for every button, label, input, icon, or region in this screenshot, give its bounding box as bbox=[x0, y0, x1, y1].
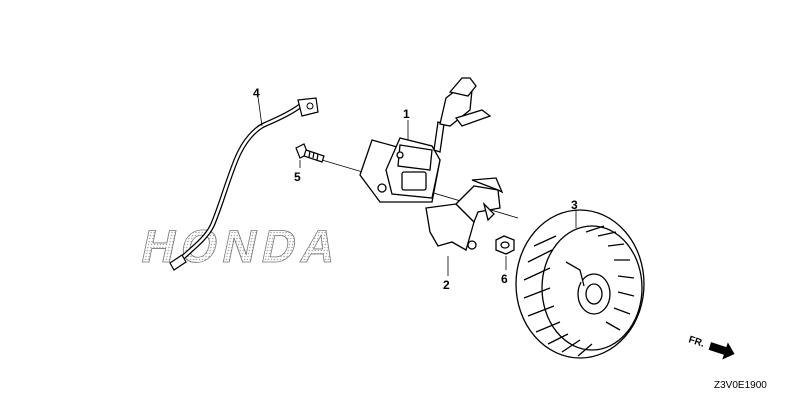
part-3-flywheel bbox=[515, 209, 645, 359]
part-2-bracket bbox=[425, 177, 504, 251]
callout-6: 6 bbox=[501, 272, 508, 286]
fr-label: FR. bbox=[687, 334, 706, 350]
part-5-bolt bbox=[295, 143, 325, 163]
part-1-ignition-coil bbox=[359, 77, 492, 203]
honda-watermark: HONDA bbox=[137, 220, 347, 272]
diagram-code: Z3V0E1900 bbox=[714, 380, 767, 391]
front-direction-indicator: FR. bbox=[687, 334, 735, 360]
part-4-wire bbox=[169, 97, 319, 271]
part-6-nut bbox=[495, 235, 515, 255]
leader-4 bbox=[257, 96, 263, 127]
watermark-text: HONDA bbox=[137, 220, 347, 271]
callout-1: 1 bbox=[403, 107, 410, 121]
callout-4: 4 bbox=[253, 86, 260, 100]
arrow-right-icon bbox=[708, 342, 735, 360]
callout-2: 2 bbox=[443, 278, 450, 292]
callout-3: 3 bbox=[571, 198, 578, 212]
callout-5: 5 bbox=[294, 170, 301, 184]
